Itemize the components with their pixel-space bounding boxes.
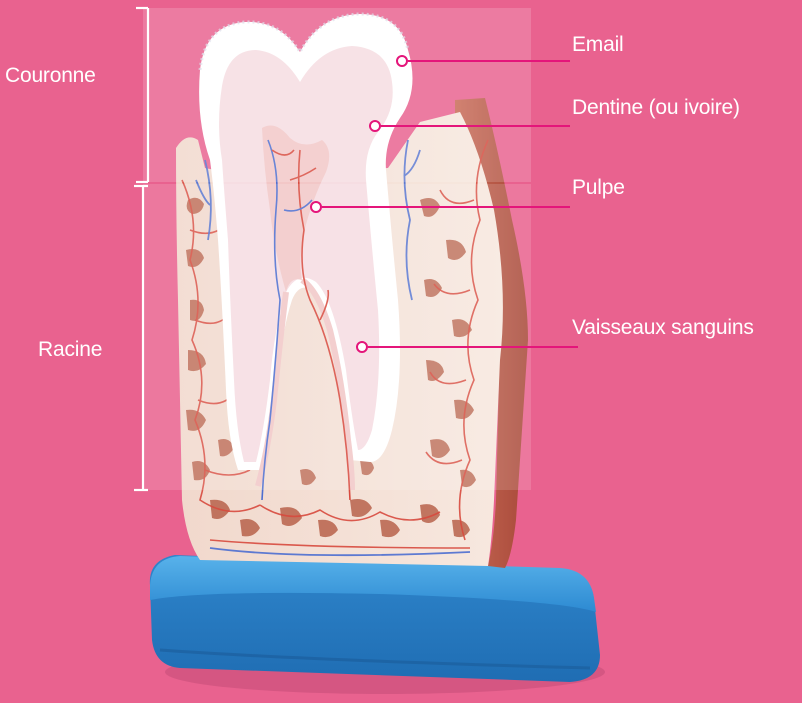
label-pulp: Pulpe [572,176,625,200]
root-highlight [143,184,531,490]
crown-highlight [143,8,531,182]
label-root: Racine [38,338,102,362]
label-blood-vessels: Vaisseaux sanguins [572,316,754,340]
label-dentin: Dentine (ou ivoire) [572,96,740,120]
label-crown: Couronne [5,64,96,88]
label-enamel: Email [572,33,624,57]
model-base [150,555,605,694]
